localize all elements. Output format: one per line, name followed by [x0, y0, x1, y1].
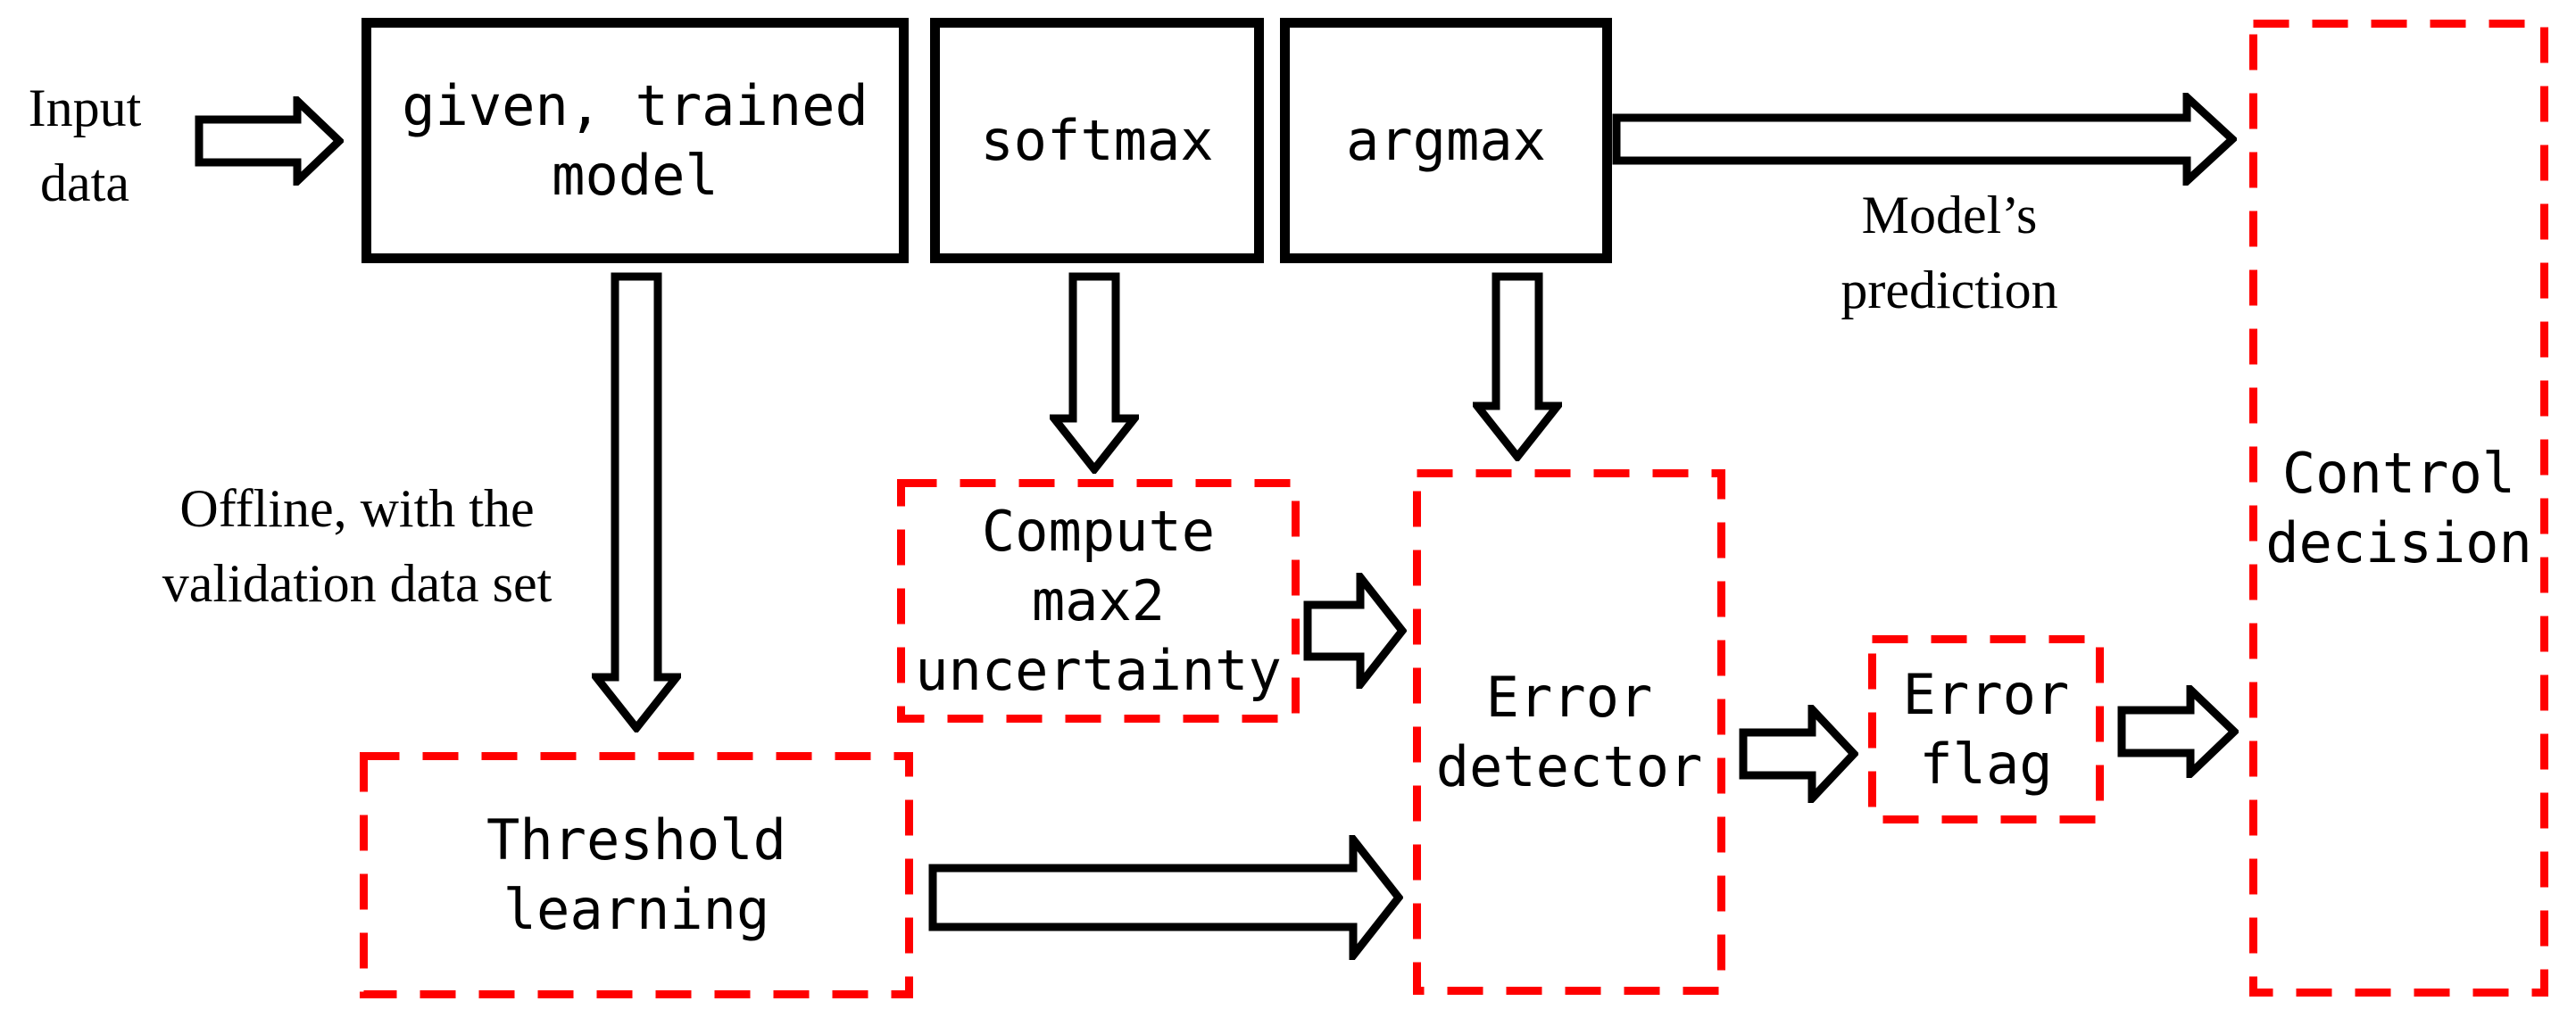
threshold-learning-box: Threshold learning: [360, 752, 913, 998]
threshold-learning-box-border: [360, 752, 913, 998]
control-decision-box-label: Control decision: [2265, 440, 2532, 575]
input-data-label: Input data: [28, 79, 142, 212]
threshold-to-detector-arrow: [928, 835, 1403, 960]
models-prediction-label: Model’s prediction: [1841, 186, 2058, 319]
prediction-arrow: [1612, 93, 2237, 186]
control-decision-box-border: [2249, 20, 2548, 997]
softmax-to-compute-arrow: [1050, 272, 1139, 474]
argmax-box-label: argmax: [1346, 107, 1546, 173]
compute-uncertainty-box: Compute max2 uncertainty: [897, 479, 1300, 723]
input-to-model-arrow: [195, 96, 344, 186]
error-detector-box: Error detector: [1413, 469, 1725, 995]
trained-model-box: given, trained model: [361, 18, 909, 263]
threshold-learning-box-label: Threshold learning: [486, 807, 786, 942]
argmax-box: argmax: [1280, 18, 1612, 263]
offline-note-label: Offline, with the validation data set: [162, 479, 553, 613]
compute-to-detector-arrow: [1303, 573, 1407, 689]
argmax-to-detector-arrow: [1473, 272, 1562, 461]
error-flag-box: Error flag: [1868, 635, 2104, 823]
error-flag-box-border: [1868, 635, 2104, 823]
detector-to-flag-arrow: [1739, 705, 1858, 803]
softmax-box: softmax: [930, 18, 1264, 263]
error-flag-box-label: Error flag: [1902, 661, 2070, 797]
control-decision-box: Control decision: [2249, 20, 2548, 997]
error-detector-box-border: [1413, 469, 1725, 995]
error-detector-box-label: Error detector: [1435, 664, 1703, 799]
softmax-box-label: softmax: [980, 107, 1214, 173]
model-to-threshold-arrow: [592, 272, 681, 732]
trained-model-box-label: given, trained model: [402, 72, 868, 208]
compute-uncertainty-box-label: Compute max2 uncertainty: [915, 498, 1282, 703]
flag-to-control-arrow: [2117, 685, 2239, 778]
compute-uncertainty-box-border: [897, 479, 1300, 723]
